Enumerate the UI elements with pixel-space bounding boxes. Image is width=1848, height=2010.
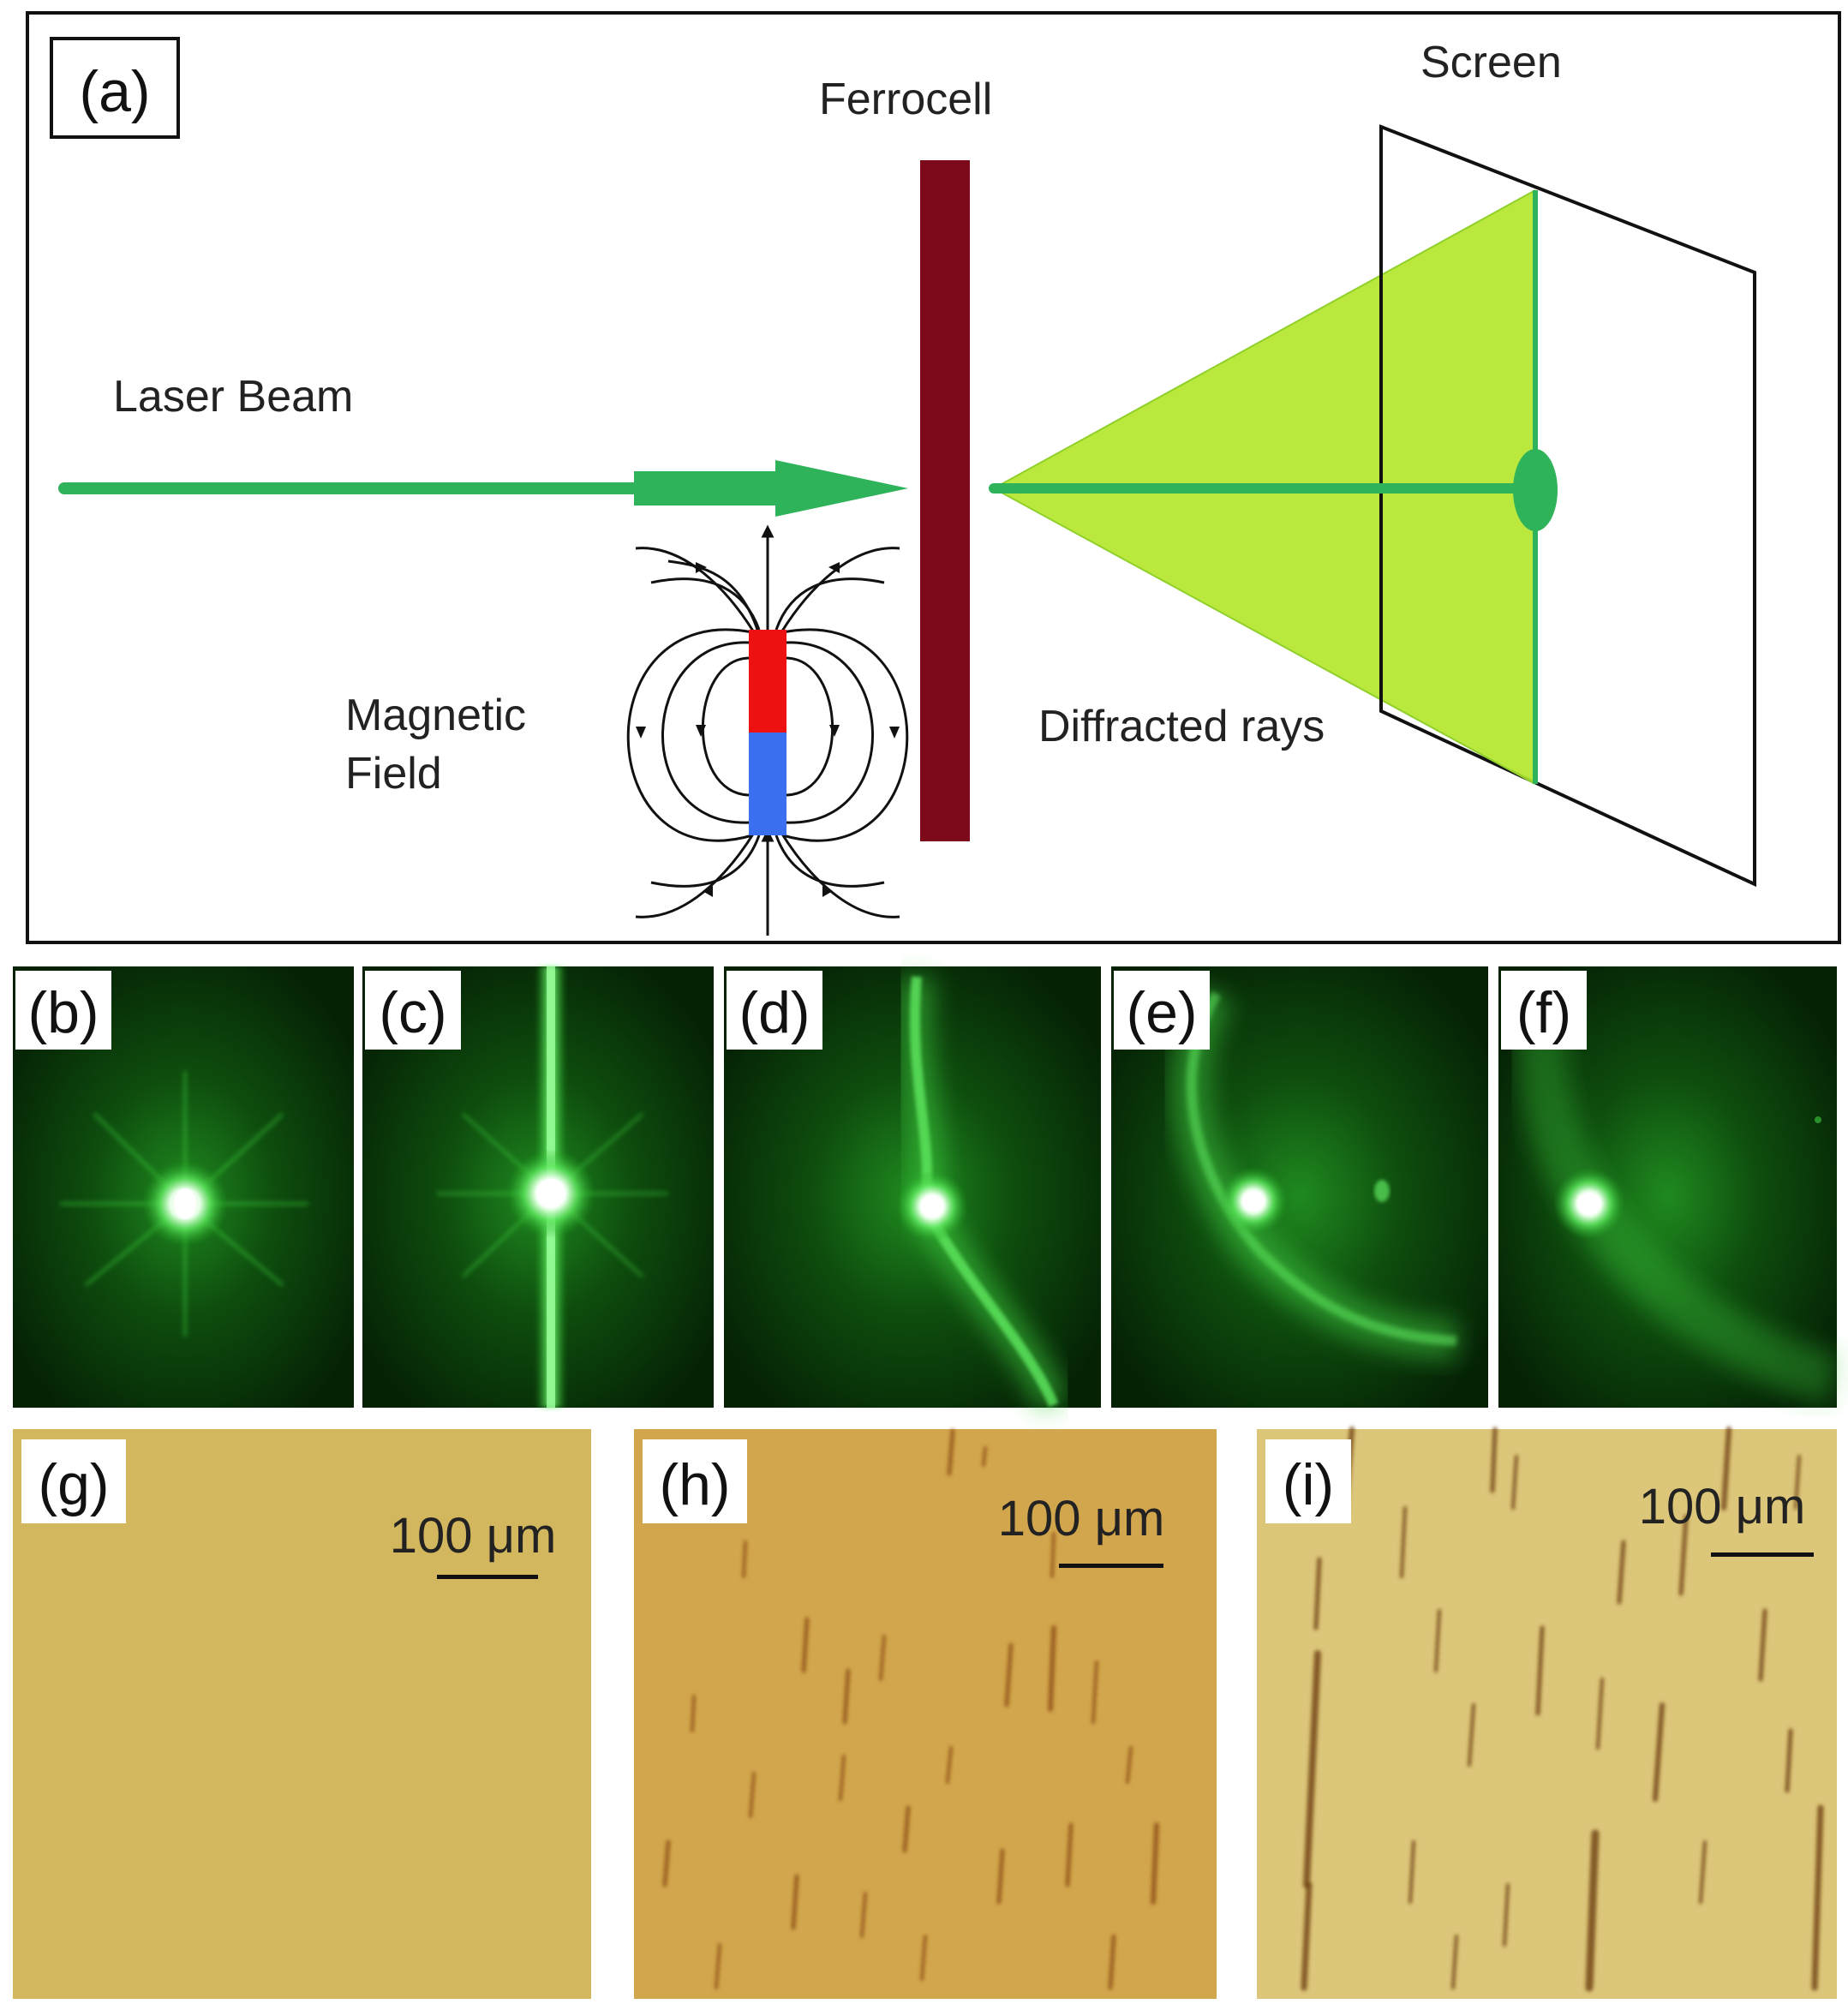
panel-a: (a) Laser Beam Ferrocell Screen Magnetic…	[26, 11, 1841, 944]
panel-g-tag: (g)	[38, 1452, 109, 1517]
label-screen: Screen	[1420, 38, 1562, 87]
panel-g-bg	[13, 1429, 591, 1999]
ferrocell-slab	[920, 160, 970, 841]
panel-e-tag: (e)	[1126, 980, 1197, 1045]
cone-edge-top	[993, 189, 1536, 489]
magnet-north-pole	[749, 630, 786, 733]
panel-i-tag: (i)	[1283, 1452, 1334, 1517]
panel-f-spot	[1577, 1193, 1601, 1215]
label-magnetic-field-2: Field	[345, 749, 442, 799]
panel-d-spot	[920, 1195, 944, 1217]
panel-c: (c)	[362, 966, 714, 1408]
panel-e-second-spot	[1374, 1180, 1390, 1202]
panel-g-scale-bar	[437, 1575, 538, 1579]
panel-e: (e)	[1111, 966, 1488, 1408]
panel-b-tag-box	[15, 971, 111, 1050]
central-spot	[1513, 449, 1558, 531]
cone-edge-bottom	[993, 488, 1536, 785]
label-magnetic-field-1: Magnetic	[345, 691, 526, 740]
panel-h-bg	[634, 1429, 1217, 1999]
panel-f-tag-box	[1501, 971, 1587, 1050]
panel-d: (d)	[724, 966, 1101, 1413]
panel-a-tag: (a)	[79, 59, 150, 124]
panel-f: (f)	[1498, 966, 1840, 1408]
panel-h-scale-text: 100 μm	[998, 1491, 1165, 1546]
panel-h-needles	[662, 1428, 1159, 1990]
label-diffracted-rays: Diffracted rays	[1038, 702, 1325, 751]
panel-h-tag-box	[643, 1439, 747, 1523]
panel-e-tag-box	[1114, 971, 1210, 1050]
panel-h-scale-bar	[1059, 1564, 1163, 1568]
panel-e-arc	[1186, 990, 1457, 1346]
panel-e-spot	[1242, 1191, 1265, 1211]
panel-c-tag-box	[365, 971, 461, 1050]
laser-beam-arrow	[634, 460, 908, 517]
panel-i-scale-text: 100 μm	[1639, 1479, 1806, 1534]
panel-i-bg	[1257, 1429, 1837, 1999]
panel-d-tag: (d)	[739, 980, 810, 1045]
panel-b-tag: (b)	[27, 980, 99, 1045]
panel-a-tag-box	[50, 37, 180, 139]
label-ferrocell: Ferrocell	[819, 75, 992, 124]
panel-h-tag: (h)	[659, 1452, 730, 1517]
magnet-field-lines	[626, 524, 909, 936]
panel-i-tag-box	[1265, 1439, 1351, 1523]
panel-i-scale-bar	[1711, 1552, 1814, 1557]
panel-d-tag-box	[727, 971, 822, 1050]
panel-c-tag: (c)	[379, 980, 446, 1045]
panel-g: (g) 100 μm	[13, 1429, 591, 1999]
panel-b: (b)	[13, 966, 354, 1408]
panel-f-tag: (f)	[1516, 980, 1571, 1045]
panel-c-spot	[536, 1179, 565, 1208]
panel-g-scale-text: 100 μm	[390, 1508, 557, 1564]
field-arrowheads	[636, 562, 900, 897]
magnet-south-pole	[749, 733, 786, 835]
panel-h: (h) 100 μm	[634, 1428, 1217, 1999]
label-laser-beam: Laser Beam	[113, 372, 353, 422]
panel-g-tag-box	[21, 1439, 126, 1523]
panel-i: (i) 100 μm	[1257, 1427, 1837, 1999]
panel-b-spot	[174, 1188, 196, 1219]
